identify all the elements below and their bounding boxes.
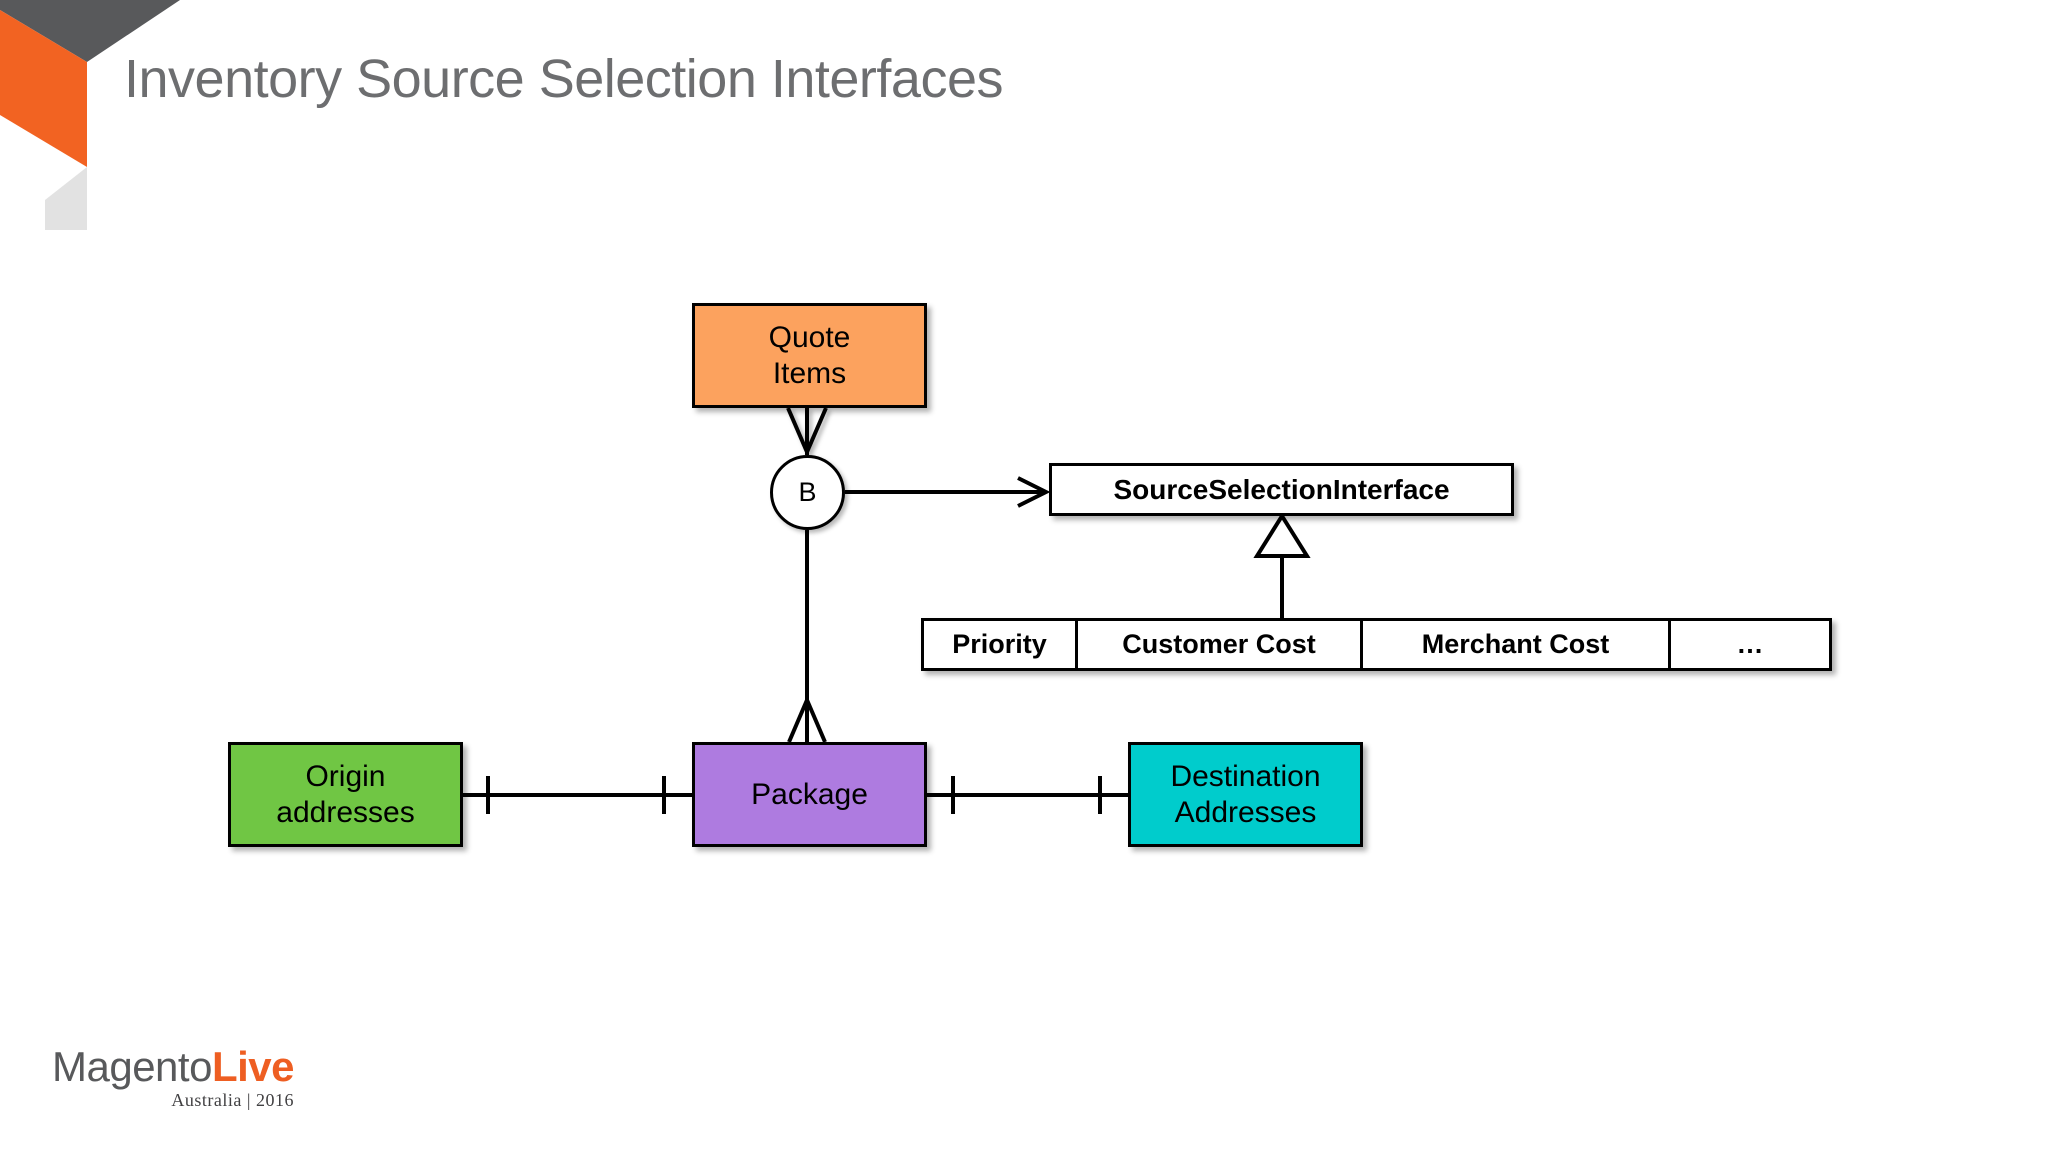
corner-mark-orange-face [0,10,87,167]
node-destination-addresses[interactable]: Destination Addresses [1128,742,1363,847]
edge-quoteitems-to-b [786,407,828,455]
implementations-table: Priority Customer Cost Merchant Cost … [921,618,1832,671]
node-quote-items-label: Quote Items [768,321,851,390]
node-interface-label: SourceSelectionInterface [1113,473,1450,505]
magentolive-logo: MagentoLive Australia | 2016 [52,1043,295,1111]
node-b-junction-label: B [798,477,817,507]
corner-mark-dark-face [0,0,180,62]
table-cell-ellipsis[interactable]: … [1736,629,1764,659]
table-cell-customer-cost[interactable]: Customer Cost [1078,621,1363,668]
table-cell-priority[interactable]: Priority [924,621,1078,668]
edge-b-to-interface [845,476,1051,508]
edge-package-to-destination [927,776,1128,814]
table-cell-merchant-cost[interactable]: Merchant Cost [1363,621,1671,668]
magentolive-wordmark-live: Live [211,1043,295,1090]
page-title: Inventory Source Selection Interfaces [124,49,1004,109]
magentolive-wordmark: MagentoLive [52,1043,295,1090]
node-quote-items[interactable]: Quote Items [692,303,927,408]
edge-b-to-package [787,530,827,743]
node-package[interactable]: Package [692,742,927,847]
edge-impltable-to-interface [1253,512,1311,618]
node-source-selection-interface[interactable]: SourceSelectionInterface [1049,463,1514,516]
magento-logo-mark [0,0,180,230]
node-origin-addresses[interactable]: Origin addresses [228,742,463,847]
node-destination-addresses-label: Destination Addresses [1170,760,1321,829]
magentolive-wordmark-magento: Magento [52,1043,212,1090]
node-origin-addresses-label: Origin addresses [276,760,415,829]
magentolive-subtitle: Australia | 2016 [171,1090,294,1110]
node-package-label: Package [751,777,868,811]
edge-origin-to-package [463,776,692,814]
node-b-junction[interactable]: B [770,455,845,530]
corner-mark-gray-face [45,167,87,230]
